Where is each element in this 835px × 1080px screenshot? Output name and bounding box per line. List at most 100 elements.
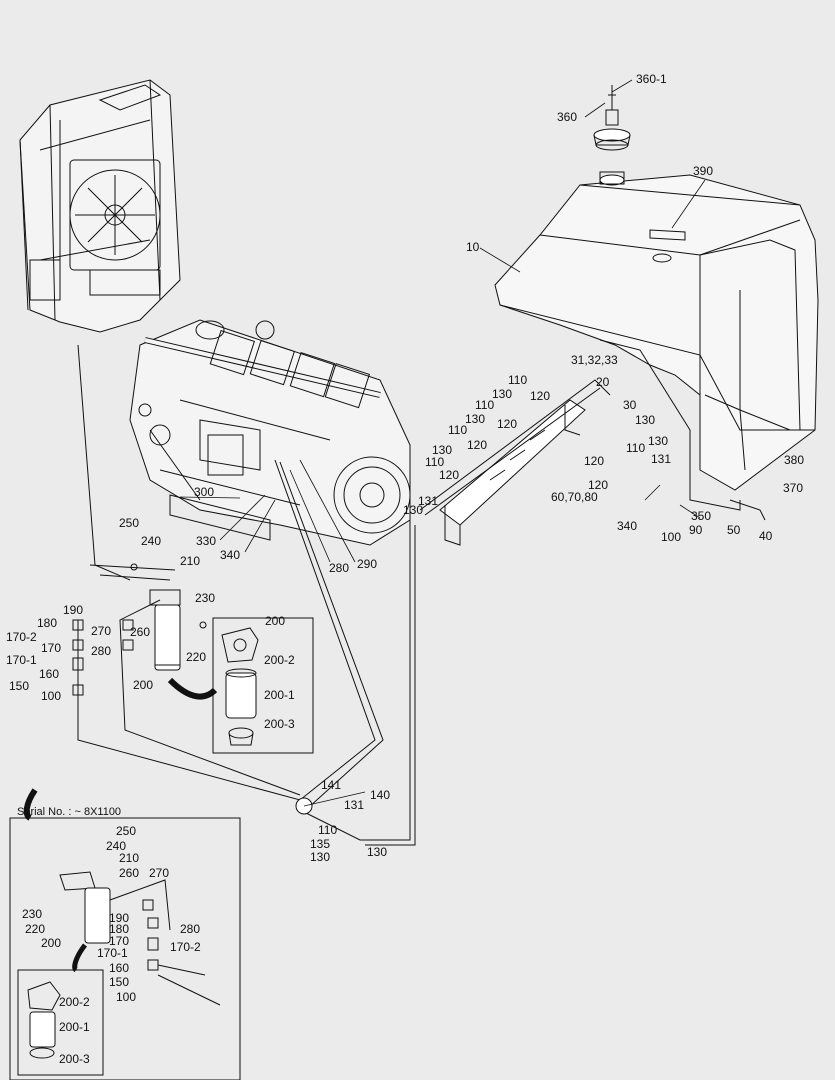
callout-190-b: 190 [109,911,130,925]
callout-240-b: 240 [106,839,127,853]
callout-200-c: 200 [41,936,62,950]
callout-340-a: 340 [617,519,638,533]
callout-130-f: 130 [403,503,424,517]
callout-280-a: 280 [329,561,350,575]
callout-180-a: 180 [37,616,58,630]
radiator-assembly [19,79,181,333]
callout-100-c: 100 [116,990,137,1004]
callout-170-b: 170 [109,934,130,948]
callout-120-f-right: 120 [588,478,609,492]
callout-270-a: 270 [91,624,112,638]
callout-120-b: 120 [497,417,518,431]
callout-370: 370 [783,481,804,495]
callout-160-b: 160 [109,961,130,975]
callout-130-c: 130 [432,443,453,457]
callout-170-1-a: 170-1 [6,653,37,667]
callout-110-d: 110 [626,441,646,455]
callout-20: 20 [596,375,610,389]
callout-30: 30 [623,398,637,412]
callout-280-b: 280 [91,644,112,658]
callout-100-b: 100 [41,689,62,703]
callout-200-b: 200 [133,678,154,692]
callout-360-1: 360-1 [636,72,667,86]
callout-60-70-80: 60,70,80 [551,490,598,504]
callout-110-a: 110 [508,373,528,387]
callout-340-b: 340 [220,548,241,562]
callout-210-a: 210 [180,554,201,568]
callout-110-b: 110 [475,398,495,412]
serial-inset-title: Serial No. : ~ 8X1100 [17,806,122,818]
callout-230-b: 230 [22,907,43,921]
callout-130-h: 130 [310,850,331,864]
callout-120-g: 130 [367,845,388,859]
callout-200-3-a: 200-3 [264,717,295,731]
callout-220-a: 220 [186,650,207,664]
callout-220-b: 220 [25,922,46,936]
callout-131-b: 131 [418,494,439,508]
callout-330: 330 [196,534,217,548]
callout-170-a: 170 [41,641,62,655]
callout-200-a: 200 [265,614,286,628]
callout-135: 135 [310,837,331,851]
callout-130-b: 130 [465,412,486,426]
serial-inset-box [9,817,241,1080]
callout-200-2-a: 200-2 [264,653,295,667]
callout-170-1-b: 170-1 [97,946,128,960]
fuel-tank [494,171,819,521]
callout-300: 300 [194,485,215,499]
fuel-filter [89,563,207,671]
callout-131-a: 131 [651,452,672,466]
callout-200-2-b: 200-2 [59,995,90,1009]
callout-40: 40 [759,529,773,543]
callout-270-b: 270 [149,866,170,880]
callout-230-a: 230 [195,591,216,605]
callout-280-c: 280 [180,922,201,936]
callout-260-b: 260 [119,866,140,880]
filter-detail-box [212,617,314,754]
callout-250-a: 250 [119,516,140,530]
callout-120-a: 120 [530,389,551,403]
callout-200-1-a: 200-1 [264,688,295,702]
fuel-cap [593,85,631,151]
callout-50: 50 [727,523,741,537]
callout-200-1-b: 200-1 [59,1020,90,1034]
callout-90: 90 [689,523,703,537]
callout-390: 390 [693,164,714,178]
callout-130-a: 130 [492,387,513,401]
callout-120-e: 120 [439,468,460,482]
callout-141: 141 [321,778,342,792]
callout-10: 10 [466,240,480,254]
callout-140: 140 [370,788,391,802]
callout-130-e: 130 [648,434,669,448]
callout-190-a: 190 [63,603,84,617]
callout-170-2-a: 170-2 [6,630,37,644]
callout-131-c: 131 [344,798,365,812]
callout-260-a: 260 [130,625,151,639]
leader-lines [179,79,706,807]
engine-assembly [129,319,411,546]
callout-250-b: 250 [116,824,137,838]
callout-110-c: 110 [448,423,468,437]
callout-120-c: 120 [467,438,488,452]
callout-130-d: 130 [635,413,656,427]
fitting-stack-main [72,619,134,696]
callout-360: 360 [557,110,578,124]
callout-110-e: 110 [425,455,445,469]
callout-120-d: 120 [584,454,605,468]
callout-180-b: 180 [109,922,130,936]
callout-290: 290 [357,557,378,571]
callout-150-a: 150 [9,679,30,693]
callout-150-b: 150 [109,975,130,989]
callout-160-a: 160 [39,667,60,681]
callout-380: 380 [784,453,805,467]
callout-170-2-b: 170-2 [170,940,201,954]
callout-100-a: 100 [661,530,682,544]
callout-200-3-b: 200-3 [59,1052,90,1066]
callout-240-a: 240 [141,534,162,548]
callout-210-b: 210 [119,851,140,865]
callout-110-f: 110 [318,823,338,837]
callout-31-32-33: 31,32,33 [571,353,618,367]
callout-350: 350 [691,509,712,523]
